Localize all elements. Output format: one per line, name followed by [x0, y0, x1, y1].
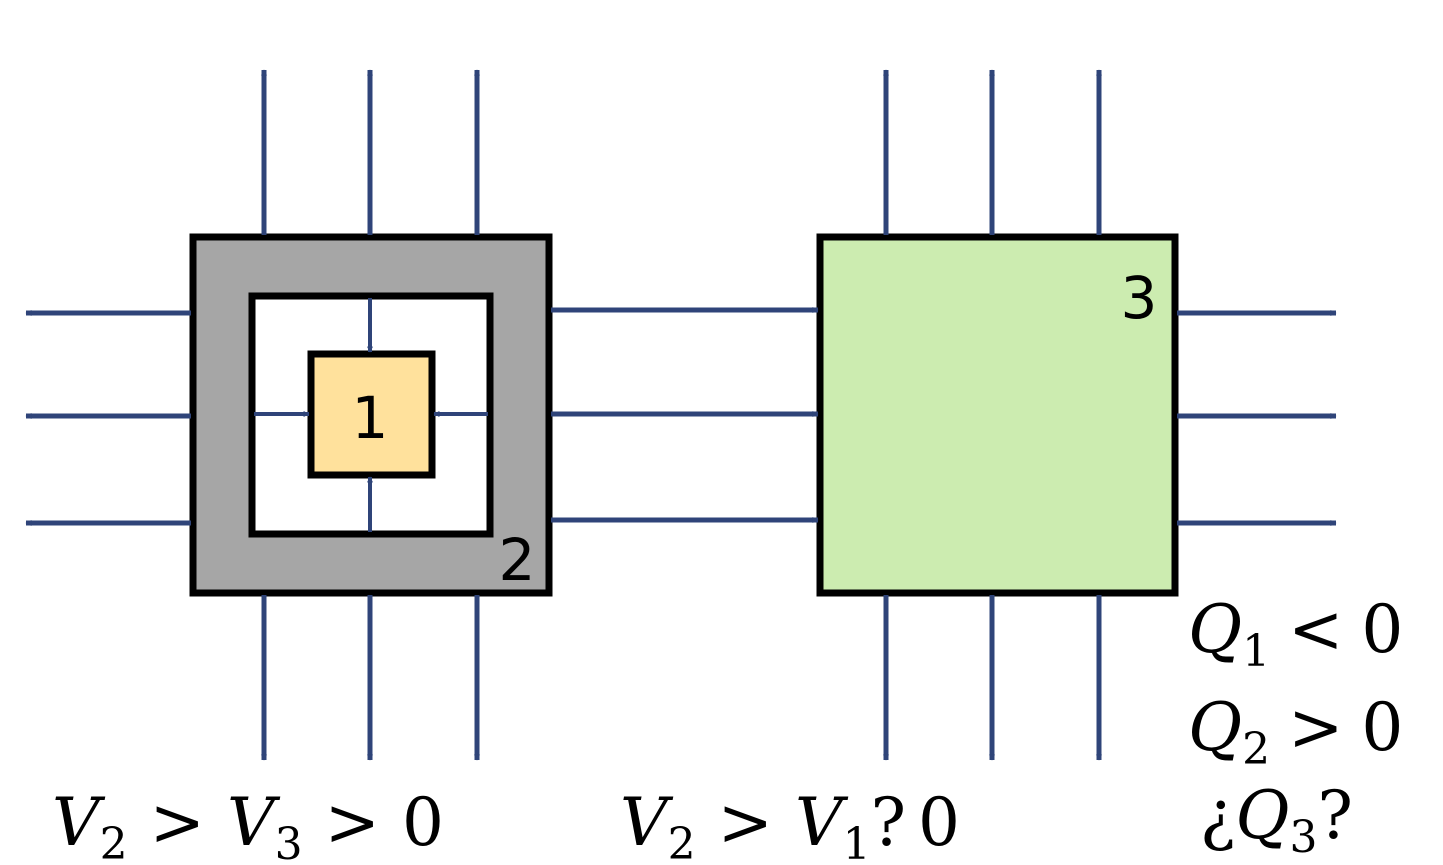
box-2-to-box-3-arrows [551, 307, 819, 523]
box-1 [307, 350, 436, 479]
q3-subscript: 3 [1290, 812, 1318, 863]
v2-subscript: 2 [100, 819, 128, 865]
v1-symbol: V [795, 784, 849, 861]
zero-value: 0 [1361, 591, 1403, 668]
zero-value: 0 [402, 784, 444, 861]
close-question-mark: ? [1318, 777, 1353, 854]
greater-than-operator: > [325, 784, 380, 861]
box-1-label: 1 [352, 384, 389, 452]
v1-subscript: 1 [843, 819, 871, 865]
heat-q2-relation: Q2 >0 [1188, 689, 1403, 775]
zero-value: 0 [1361, 689, 1403, 766]
box-3-right-arrows [1177, 310, 1337, 526]
box-3-label: 3 [1121, 264, 1158, 332]
greater-than-operator: > [1288, 689, 1343, 766]
into-box-1-arrows [254, 298, 488, 532]
box-2-left-arrows [25, 310, 191, 526]
box-2-down-arrows [261, 595, 480, 761]
box-3 [816, 233, 1179, 597]
q2-symbol: Q [1188, 689, 1242, 766]
box-3-up-arrows [883, 69, 1102, 235]
less-than-operator: < [1288, 591, 1343, 668]
heat-q3-question: ¿Q3? [1200, 777, 1353, 863]
v2-symbol: V [620, 784, 674, 861]
q1-symbol: Q [1188, 591, 1242, 668]
box-2-label: 2 [499, 526, 536, 594]
v2-subscript: 2 [668, 819, 696, 865]
volume-relation-left: V2>V3>0 [52, 784, 444, 865]
heat-q1-relation: Q1 <0 [1188, 591, 1403, 677]
open-question-mark: ¿ [1200, 777, 1235, 854]
q1-subscript: 1 [1242, 626, 1270, 677]
box-2-up-arrows [261, 69, 480, 235]
q2-subscript: 2 [1242, 724, 1270, 775]
greater-than-operator: > [718, 784, 773, 861]
q3-symbol: Q [1235, 777, 1289, 854]
v3-subscript: 3 [275, 819, 303, 865]
v2-symbol: V [52, 784, 106, 861]
zero-value: 0 [918, 784, 960, 861]
v3-symbol: V [227, 784, 281, 861]
greater-than-operator: > [150, 784, 205, 861]
unknown-operator: ? [871, 784, 906, 861]
box-3-down-arrows [883, 595, 1102, 761]
volume-relation-middle: V2>V1?0 [620, 784, 960, 865]
